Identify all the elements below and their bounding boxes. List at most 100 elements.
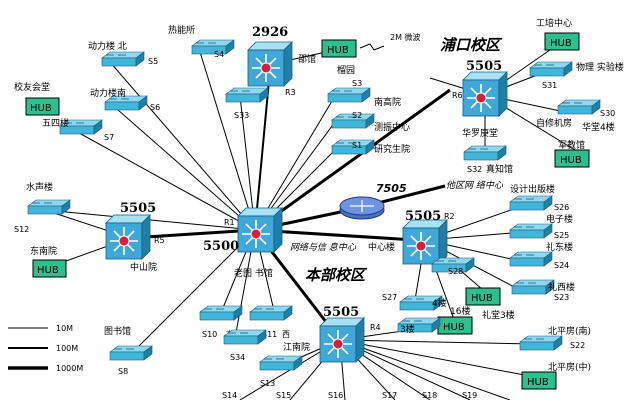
switch-s15-label: S15 (276, 391, 291, 400)
switch-s6[interactable]: S6 (104, 95, 160, 112)
place-shaoguan: 邵馆 (298, 53, 316, 65)
hub-gongpei[interactable]: HUB (544, 32, 580, 51)
switch-s32[interactable]: S32 (463, 145, 507, 174)
switch-s28[interactable]: S28 (431, 257, 475, 276)
hub-xiaoyou[interactable]: HUB (25, 97, 60, 116)
switch-s34[interactable]: S34 (223, 329, 267, 362)
switch-s14-label: S14 (222, 391, 237, 400)
model-7505: 7505 (376, 182, 407, 195)
switch-s34-label: S34 (230, 353, 245, 362)
switch-s7[interactable]: S7 (59, 119, 114, 142)
switch-s8[interactable]: S8 (109, 345, 153, 376)
core-2926[interactable]: 2926 R3 (247, 25, 296, 97)
place-dongli-nan: 动力楼南 (90, 87, 126, 99)
campus-pukou-title: 浦口校区 (440, 36, 503, 54)
hub-junjiao-label: HUB (560, 155, 582, 166)
switch-s30-label: S30 (600, 109, 615, 118)
hub-junjiao[interactable]: HUB (554, 149, 590, 168)
hub-shaoguan[interactable]: HUB (321, 39, 357, 58)
switch-s24[interactable]: S24 (509, 251, 569, 270)
hub-16lou[interactable]: HUB (437, 316, 473, 335)
place-zixiu: 自修机房 (536, 117, 572, 129)
place-gongpei: 工培中心 (536, 17, 572, 29)
place-tushuguan: 图书馆 (104, 325, 131, 337)
hub-shaoguan-label: HUB (327, 45, 349, 56)
switch-s3[interactable]: S3 (327, 79, 371, 103)
model-main-5500: 5500 (203, 239, 239, 254)
switch-s23-label: S23 (554, 293, 569, 302)
switch-s27-label: S27 (382, 293, 397, 302)
hub-xiaoyou-label: HUB (30, 103, 52, 114)
place-lixi: 礼西楼 (548, 281, 575, 293)
place-beiping-nan: 北平房(南) (548, 325, 591, 337)
place-zhongxin: 中心楼 (368, 241, 395, 253)
router-label-r3: R3 (285, 88, 296, 97)
core-main-5500[interactable]: 5500 R1 (203, 207, 283, 254)
switch-s26-label: S26 (554, 203, 569, 212)
switch-s2[interactable]: S2 (331, 111, 375, 129)
switch-s2-label: S2 (352, 111, 362, 120)
switch-s5[interactable]: S5 (101, 51, 158, 67)
place-junjiao: 军教馆 (558, 139, 585, 151)
switch-s27[interactable]: S27 (382, 293, 443, 311)
place-s11-xi: 西 (282, 330, 290, 339)
place-laotushu: 老图 书馆 (234, 267, 273, 279)
switch-s22[interactable]: S22 (519, 335, 585, 351)
router-label-r1: R1 (224, 218, 235, 227)
core-pukou-5505[interactable]: 5505 R6 (452, 59, 508, 117)
switch-s3-label: S3 (352, 79, 362, 88)
campus-main-title: 本部校区 (305, 266, 368, 284)
place-jiangnan: 江南院 (283, 341, 310, 353)
hub-li3-label: HUB (471, 293, 493, 304)
core-right-5505[interactable]: 5505 R2 (402, 209, 455, 265)
legend-label-100m: 100M (56, 344, 78, 353)
router-7505[interactable]: 7505 (339, 182, 407, 220)
hub-beiping[interactable]: HUB (521, 371, 557, 390)
router-label-r6: R6 (452, 91, 463, 100)
hub-dongnan-label: HUB (37, 265, 59, 276)
model-pukou-5505: 5505 (466, 59, 502, 74)
model-right-5505: 5505 (405, 209, 441, 224)
switch-s23[interactable]: S23 (511, 279, 569, 302)
place-wusi: 五四楼 (42, 117, 69, 129)
place-lou3: 3楼 (400, 323, 415, 335)
switch-s1-label: S1 (352, 141, 362, 150)
switch-s26[interactable]: S26 (509, 195, 569, 212)
switch-s10-label: S10 (202, 330, 217, 339)
switch-s25[interactable]: S25 (509, 223, 569, 240)
switch-s5-label: S5 (148, 57, 158, 66)
legend: 10M 100M 1000M (8, 324, 83, 373)
switch-s30[interactable]: S30 (557, 99, 615, 118)
core-left-5505[interactable]: 5505 R5 (105, 201, 165, 260)
place-shuisheng: 水声楼 (26, 181, 53, 193)
place-huatang4: 华堂4楼 (582, 121, 615, 133)
switch-s28-label: S28 (448, 267, 463, 276)
switch-s12-label: S12 (14, 225, 29, 234)
switch-s18-label: S18 (422, 391, 437, 400)
router-label-r2: R2 (444, 212, 455, 221)
switch-s12[interactable]: S12 (14, 199, 71, 234)
switch-s31[interactable]: S31 (529, 61, 573, 90)
place-dongli-bei: 动力楼 北 (88, 40, 127, 52)
core-bottom-5505[interactable]: 5505 R4 (319, 305, 381, 363)
switch-s13[interactable]: S13 (259, 355, 303, 388)
switch-s4[interactable]: S4 (191, 39, 235, 59)
switch-s4-label: S4 (214, 50, 224, 59)
model-bottom-5505: 5505 (323, 305, 359, 320)
hub-li3[interactable]: HUB (465, 287, 501, 306)
place-dongnan: 东南院 (30, 245, 57, 257)
switch-s1[interactable]: S1 (331, 139, 375, 155)
switch-s33-label: S33 (234, 111, 249, 120)
place-other-net: 他区网 络中心 (446, 180, 504, 191)
place-lidong: 礼东楼 (546, 241, 573, 253)
hub-dongnan[interactable]: HUB (32, 259, 67, 278)
switch-s22-label: S22 (570, 341, 585, 350)
place-network-center: 网络与信 息中心 (290, 242, 357, 253)
switch-s32-label: S32 (467, 165, 482, 174)
switch-s33[interactable]: S33 (225, 87, 269, 120)
switch-s17-label: S17 (382, 391, 397, 400)
switch-s6-label: S6 (150, 103, 160, 112)
switch-s16-label: S16 (328, 391, 343, 400)
